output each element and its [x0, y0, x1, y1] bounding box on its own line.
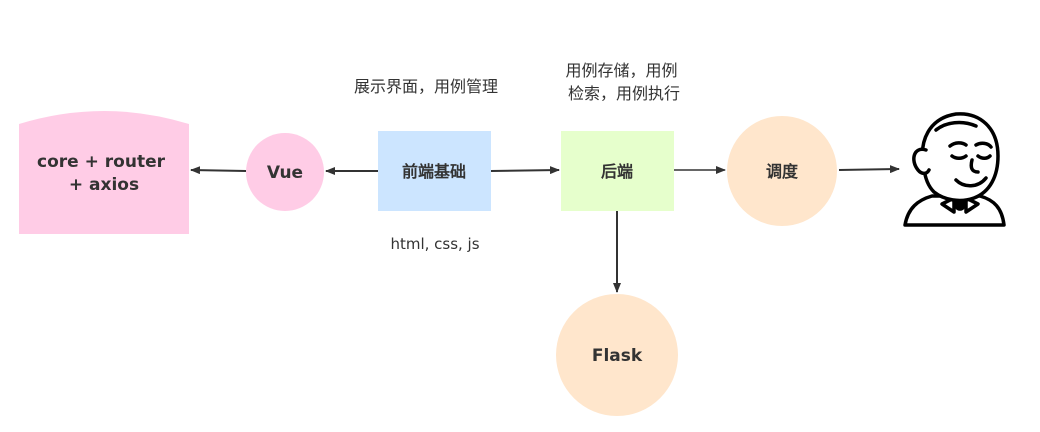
stack-node-shape — [19, 111, 189, 234]
vue-node: Vue — [246, 133, 324, 211]
jenkins-butler-icon — [903, 112, 1006, 227]
stack-node-line-2: + axios — [69, 175, 139, 195]
backend-node-shape — [561, 131, 674, 211]
flask-node: Flask — [556, 294, 678, 416]
svg-text:用例存储，用例 检索，用例执行: 用例存储，用例 检索，用例执行 — [565, 61, 682, 103]
frontend-bottom-caption: html, css, js — [390, 235, 479, 253]
backend-node: 后端 — [561, 131, 674, 211]
frontend-top-caption: 展示界面，用例管理 — [354, 77, 498, 96]
arrow-scheduler-to-jenkins — [838, 165, 900, 174]
vue-node-label: Vue — [267, 163, 303, 183]
backend-node-label: 后端 — [601, 162, 633, 181]
arrow-vue-to-stack — [190, 166, 247, 175]
frontend-node-shape — [378, 131, 491, 211]
scheduler-node: 调度 — [727, 116, 837, 226]
scheduler-node-label: 调度 — [766, 162, 799, 181]
arrow-frontend-to-backend — [490, 166, 560, 175]
frontend-node: 前端基础 — [378, 131, 491, 211]
backend-top-caption-line-2: 检索，用例执行 — [568, 84, 680, 103]
flask-node-label: Flask — [592, 346, 643, 366]
stack-node-line-1: core + router — [37, 152, 166, 172]
flask-node-shape — [556, 294, 678, 416]
frontend-node-label: 前端基础 — [402, 162, 466, 181]
backend-top-caption-line-1: 用例存储，用例 — [565, 61, 677, 80]
svg-text:core + router + axios: core + router + axios — [37, 152, 171, 195]
scheduler-node-shape — [727, 116, 837, 226]
vue-node-shape — [246, 133, 324, 211]
stack-node: core + router + axios — [19, 111, 189, 234]
